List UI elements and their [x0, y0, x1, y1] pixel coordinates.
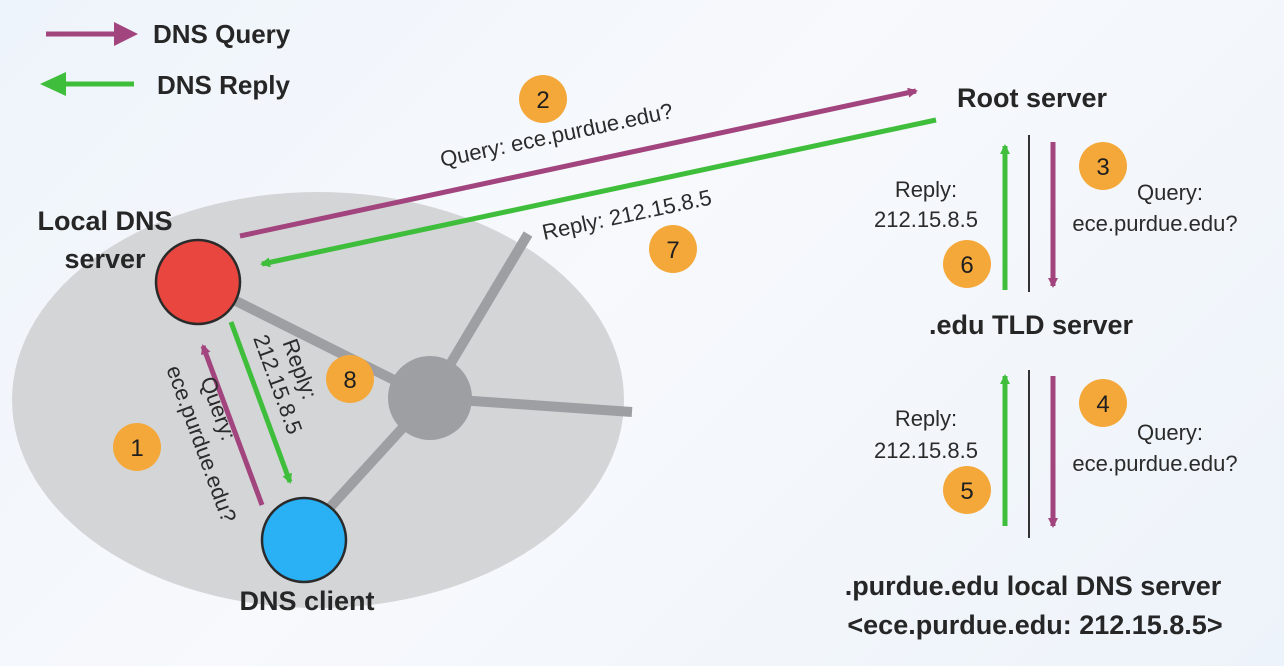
- step-badge-8: 8: [326, 355, 374, 403]
- svg-text:3: 3: [1096, 154, 1109, 181]
- legend: DNS Query DNS Reply: [40, 19, 291, 100]
- purdue-dns-server-label-line1: .purdue.edu local DNS server: [845, 571, 1222, 601]
- root-server-label: Root server: [957, 83, 1108, 113]
- legend-query-arrowhead: [114, 22, 138, 46]
- step-badge-5: 5: [943, 466, 991, 514]
- purdue-dns-server-label-line2: <ece.purdue.edu: 212.15.8.5>: [847, 610, 1222, 640]
- step4-message-line2: ece.purdue.edu?: [1072, 451, 1237, 476]
- svg-text:1: 1: [130, 435, 143, 462]
- local-dns-server-node[interactable]: [154, 238, 242, 326]
- arrow-step2-query: [239, 87, 918, 239]
- dns-client-node[interactable]: [260, 496, 348, 584]
- svg-text:4: 4: [1096, 391, 1109, 418]
- svg-text:6: 6: [960, 252, 973, 279]
- step5-message-line2: 212.15.8.5: [874, 438, 978, 463]
- arrow-step1-query: [200, 344, 265, 506]
- step-badges: 1 2 3 4 5 6 7 8: [113, 75, 1127, 514]
- legend-reply-arrowhead: [40, 72, 66, 96]
- arrow-step7-reply: [260, 117, 937, 268]
- step-badge-3: 3: [1079, 142, 1127, 190]
- dns-client-label: DNS client: [239, 586, 374, 616]
- step6-message-line1: Reply:: [895, 177, 957, 202]
- step-badge-7: 7: [649, 225, 697, 273]
- step4-message-line1: Query:: [1137, 420, 1203, 445]
- svg-text:5: 5: [960, 478, 973, 505]
- svg-text:8: 8: [343, 367, 356, 394]
- router-hub: [388, 356, 472, 440]
- tld-server-label: .edu TLD server: [929, 310, 1134, 340]
- legend-reply-label: DNS Reply: [157, 70, 290, 100]
- svg-text:2: 2: [536, 87, 549, 114]
- step-badge-6: 6: [943, 240, 991, 288]
- step-badge-1: 1: [113, 423, 161, 471]
- local-dns-server-label-line1: Local DNS: [37, 206, 172, 236]
- step-badge-4: 4: [1079, 379, 1127, 427]
- arrow-step8-reply: [228, 321, 293, 484]
- svg-text:7: 7: [666, 237, 679, 264]
- step-badge-2: 2: [519, 75, 567, 123]
- step6-message-line2: 212.15.8.5: [874, 207, 978, 232]
- step3-message-line1: Query:: [1137, 180, 1203, 205]
- step5-message-line1: Reply:: [895, 406, 957, 431]
- local-dns-server-label-line2: server: [64, 244, 146, 274]
- step3-message-line2: ece.purdue.edu?: [1072, 211, 1237, 236]
- legend-query-label: DNS Query: [153, 19, 291, 49]
